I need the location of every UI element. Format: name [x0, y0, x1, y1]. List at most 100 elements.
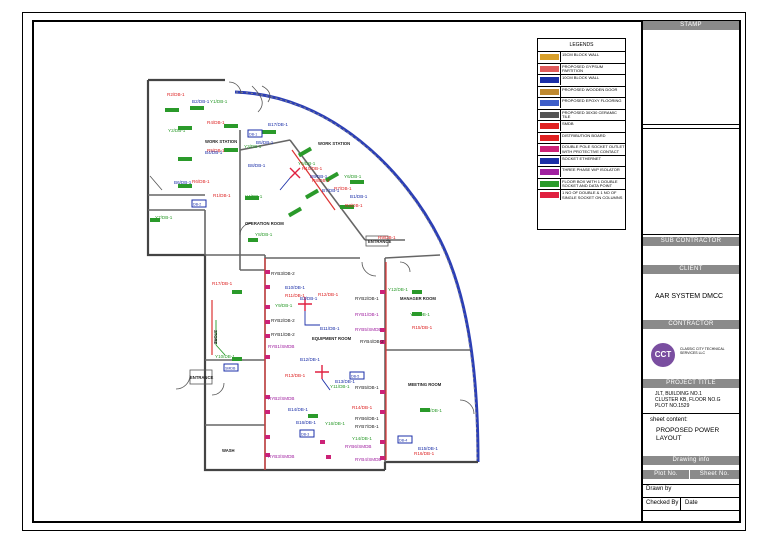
- room-entrance-2: ENTRANCE: [368, 239, 391, 244]
- legend-label: FLOOR BOX WITH 1 DOUBLE SOCKET AND DATA …: [562, 178, 618, 188]
- legend-swatch: [540, 169, 559, 175]
- label-r13: R13/DB-1: [285, 373, 306, 378]
- inner-border: [32, 20, 741, 523]
- label-ryb1-db2: RYB1/DB-2: [271, 332, 295, 337]
- label-b4: B4/DB-1: [205, 150, 223, 155]
- legend-divider: [560, 86, 561, 97]
- legend-label: DISTRIBUTION BOARD: [562, 132, 606, 138]
- cable-runs: [215, 177, 331, 391]
- label-b9: B9/DB-1: [310, 174, 328, 179]
- label-b5: B5/DB-1: [256, 140, 274, 145]
- divider: [643, 128, 739, 129]
- legend-row: DISTRIBUTION BOARD: [538, 131, 625, 143]
- label-r4: R4/DB-1: [207, 120, 225, 125]
- contractor-logo: CCT: [651, 343, 675, 367]
- label-r15: R15/DB-1: [412, 325, 433, 330]
- room-wash: WASH: [222, 448, 235, 453]
- room-entrance: ENTRANCE: [190, 375, 213, 380]
- project-title: JLT, BUILDING NO.1 CLUSTER KB, FLOOR NO.…: [655, 391, 721, 409]
- legend-row: 10CM BLOCK WALL: [538, 74, 625, 85]
- room-work-station-2: WORK STATION: [318, 141, 350, 146]
- legend-label: SOCKET ETHERNET: [562, 155, 602, 161]
- door-swings: [149, 81, 475, 415]
- legend-row: PROPOSED EPOXY FLOORING: [538, 97, 625, 108]
- legend-divider: [560, 52, 561, 62]
- label-ryb2-smdb: RYB2/SMDB: [268, 396, 294, 401]
- legend-divider: [560, 132, 561, 143]
- legend-row: DOUBLE POLE SOCKET OUTLET WITH PROTECTIV…: [538, 143, 625, 154]
- label-b14: B14/DB-1: [288, 407, 308, 412]
- sheet-no: Sheet No.: [690, 470, 739, 479]
- label-y10: Y10/DB-1: [215, 354, 235, 359]
- label-r6: R6/DB-1: [192, 179, 210, 184]
- label-y13: Y13/DB-1: [410, 312, 430, 317]
- divider: [643, 497, 739, 498]
- label-y14: Y14/DB-1: [352, 436, 372, 441]
- label-y5: Y5/DB-1: [298, 161, 316, 166]
- project-title-header: PROJECT TITLE: [643, 379, 739, 388]
- label-b7: B7/DB-1: [322, 188, 340, 193]
- divider: [643, 413, 739, 414]
- divider: [680, 497, 681, 511]
- divider: [643, 124, 739, 125]
- legend-row: PROPOSED WOODEN DOOR: [538, 85, 625, 97]
- sheet-content-line-2: LAYOUT: [656, 435, 682, 442]
- drawn-by: Drawn by: [646, 486, 672, 492]
- label-ryb5-db1: RYB5/DB-1: [355, 385, 379, 390]
- room-work-station-1: WORK STATION: [205, 139, 237, 144]
- label-r9: R9/DB-1: [378, 235, 396, 240]
- label-y6: Y6/DB-1: [344, 174, 362, 179]
- label-b11: B11/DB-1: [320, 326, 340, 331]
- legend-swatch: [540, 134, 559, 141]
- label-ryb6-smdb: RYB6/SMDB: [345, 444, 371, 449]
- room-store: STORE: [213, 330, 218, 345]
- room-meeting: MEETING ROOM: [408, 382, 442, 387]
- label-y8: Y8/DB-1: [255, 232, 273, 237]
- label-r14: R14/DB-1: [352, 405, 373, 410]
- legend-label: PROPOSED 30X30 CERAMIC TILE: [562, 109, 617, 119]
- label-b3: B3/DB-1: [300, 296, 318, 301]
- label-ryb2-db1: RYB2/DB-1: [355, 296, 379, 301]
- legend-label: THREE PHASE W/P ISOLATOR: [562, 167, 620, 172]
- label-b6: B6/DB-1: [174, 180, 192, 185]
- label-r11: R11/DB-1: [285, 293, 305, 298]
- legend-divider: [560, 178, 561, 189]
- legend-row: 15CM BLOCK WALL: [538, 51, 625, 62]
- legend-divider: [560, 63, 561, 74]
- contractor-header: CONTRACTOR: [643, 320, 739, 329]
- legend-divider: [560, 98, 561, 108]
- label-ryb6-db1: RYB6/DB-1: [355, 416, 379, 421]
- divider: [643, 510, 739, 511]
- legend-label: 15CM BLOCK WALL: [562, 52, 600, 57]
- label-y11: Y11/DB-1: [330, 384, 350, 389]
- column-sockets: [289, 167, 329, 379]
- legend-swatch: [540, 157, 559, 164]
- label-y12: Y12/DB-1: [388, 287, 408, 292]
- label-ryb7-db1: RYB7/DB-1: [355, 424, 379, 429]
- legend-row: THREE PHASE W/P ISOLATOR: [538, 166, 625, 177]
- legend-label: 10CM BLOCK WALL: [562, 75, 600, 80]
- legend-swatch: [540, 180, 559, 187]
- label-ryb5-smdb: RYB5/SMDB: [355, 327, 381, 332]
- client-header: CLIENT: [643, 265, 739, 274]
- label-y9: Y9/DB-1: [275, 303, 293, 308]
- client-name: AAR SYSTEM DMCC: [655, 293, 724, 300]
- label-r2: R2/DB-1: [167, 92, 185, 97]
- legend-swatch: [540, 100, 559, 106]
- label-r17: R17/DB-1: [212, 281, 233, 286]
- legend-divider: [560, 167, 561, 177]
- legend-row: 1 NO OF DOUBLE & 1 NO OF SINGLE SOCKET O…: [538, 189, 625, 200]
- sheet-content: PROPOSED POWER LAYOUT: [656, 427, 719, 443]
- label-ryb1-db1: RYB1/DB-1: [355, 312, 379, 317]
- legend-row: PROPOSED GYPSUM PARTITION: [538, 62, 625, 74]
- contractor-name: CLASSIC CITY TECHNICAL SERVICES LLC: [680, 347, 725, 355]
- label-b1: B1/DB-1: [350, 194, 368, 199]
- legend-swatch: [540, 192, 559, 198]
- room-manager: MANAGER ROOM: [400, 296, 436, 301]
- label-y2: Y2/DB-1: [168, 128, 186, 133]
- checked-by: Checked By: [646, 500, 679, 506]
- label-y3: Y3/DB-1: [244, 144, 262, 149]
- legend-swatch: [540, 123, 559, 129]
